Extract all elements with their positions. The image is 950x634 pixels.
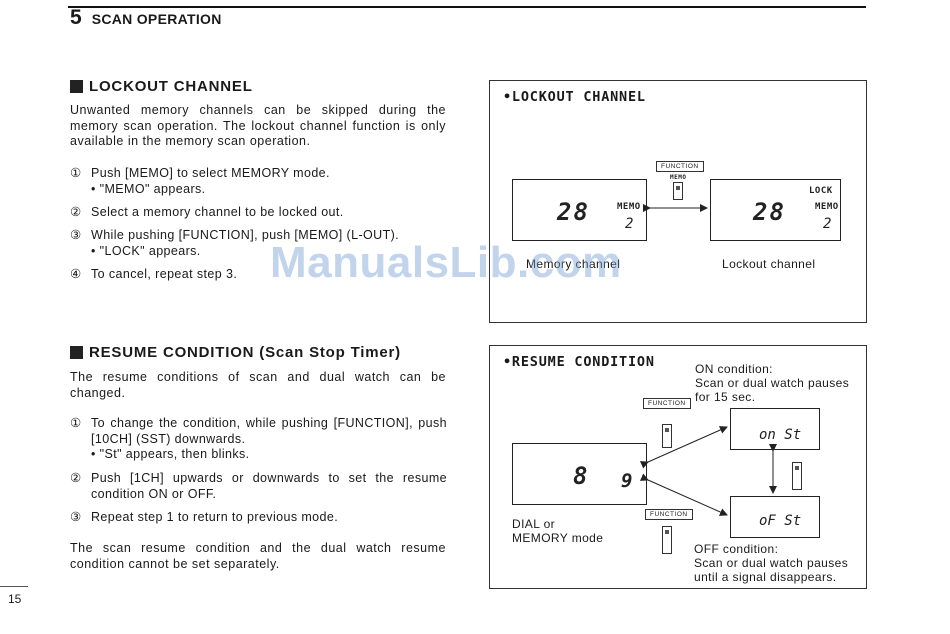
- main-display: 8 9: [512, 443, 647, 505]
- section-bullet-icon: [70, 346, 83, 359]
- resume-note: The scan resume condition and the dual w…: [70, 541, 446, 571]
- resume-step-3: ③ Repeat step 1 to return to previous mo…: [70, 510, 339, 524]
- lockout-step-4: ④ To cancel, repeat step 3.: [70, 267, 238, 281]
- page-number: 15: [8, 592, 22, 606]
- on-condition-caption: ON condition: Scan or dual watch pauses …: [695, 362, 850, 404]
- mode-caption: DIAL or MEMORY mode: [512, 517, 604, 545]
- top-rule: [68, 6, 866, 8]
- lockout-section-title: LOCKOUT CHANNEL: [70, 78, 253, 95]
- lockout-panel-title: •LOCKOUT CHANNEL: [503, 89, 646, 105]
- lockout-step-2: ② Select a memory channel to be locked o…: [70, 205, 344, 219]
- function-key-top: FUNCTION: [643, 398, 691, 409]
- chapter-number: 5: [70, 6, 82, 29]
- on-condition-display: on St: [730, 408, 820, 450]
- resume-intro: The resume conditions of scan and dual w…: [70, 370, 446, 400]
- memo-switch-icon: [673, 182, 683, 200]
- resume-on-arrow: [639, 426, 728, 469]
- lockout-channel-display: LOCK 28 MEMO 2: [710, 179, 841, 241]
- function-key: FUNCTION: [656, 161, 704, 172]
- 10ch-switch-bottom-icon: [662, 526, 672, 554]
- chapter-title: SCAN OPERATION: [91, 11, 222, 27]
- off-condition-display: oF St: [730, 496, 820, 538]
- resume-section-title: RESUME CONDITION (Scan Stop Timer): [70, 344, 401, 361]
- lockout-step-3: ③ While pushing [FUNCTION], push [MEMO] …: [70, 228, 400, 258]
- 1ch-switch-icon: [792, 462, 802, 490]
- resume-step-1: ① To change the condition, while pushing…: [70, 416, 447, 461]
- lockout-intro: Unwanted memory channels can be skipped …: [70, 103, 446, 148]
- resume-off-arrow: [639, 473, 728, 516]
- lockout-channel-caption: Lockout channel: [722, 257, 816, 271]
- resume-step-2: ② Push [1CH] upwards or downwards to set…: [70, 471, 447, 501]
- lockout-step-1: ① Push [MEMO] to select MEMORY mode.• "M…: [70, 166, 330, 196]
- watermark: ManualsLib.com: [270, 238, 622, 287]
- memory-channel-caption: Memory channel: [526, 257, 621, 271]
- section-bullet-icon: [70, 80, 83, 93]
- memory-channel-display: 28 MEMO 2: [512, 179, 647, 241]
- page-number-rule: [0, 586, 28, 587]
- lockout-diagram-panel: •LOCKOUT CHANNEL FUNCTION MEMO 28 MEMO 2…: [489, 80, 867, 323]
- chapter-heading: 5 SCAN OPERATION: [70, 6, 222, 30]
- memo-key-label: MEMO: [670, 174, 687, 181]
- off-condition-caption: OFF condition: Scan or dual watch pauses…: [694, 542, 849, 584]
- resume-panel-title: •RESUME CONDITION: [503, 354, 655, 370]
